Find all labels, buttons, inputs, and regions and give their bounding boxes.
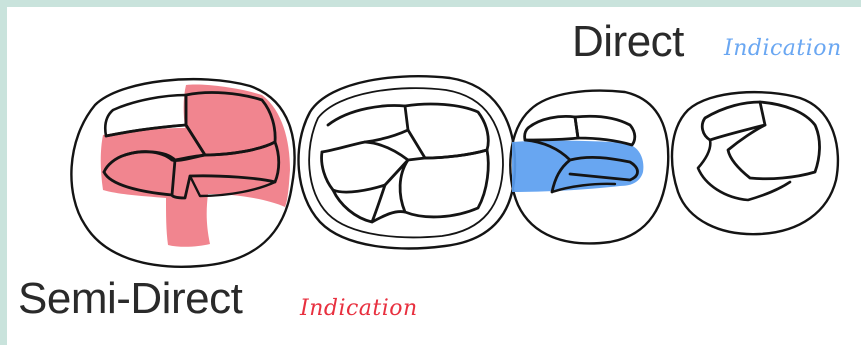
molar-center-fissure-d — [400, 150, 488, 217]
premolar-right-tooth — [672, 92, 838, 234]
premolar-left-tooth — [510, 91, 668, 244]
direct-title: Direct — [572, 18, 684, 66]
molar-center-tooth — [299, 76, 515, 248]
semi-direct-title: Semi-Direct — [18, 275, 242, 323]
premolar-left-fissure-b — [575, 116, 635, 145]
direct-highlight — [512, 141, 643, 192]
semi-direct-highlight — [101, 85, 290, 247]
premolar-right-outline — [672, 92, 838, 234]
semi-direct-indication-label: Indication — [300, 296, 418, 322]
direct-indication-label: Indication — [724, 36, 842, 62]
premolar-left-fissure-a — [525, 116, 578, 140]
molar-center-fissure-b — [405, 104, 488, 158]
premolar-right-fissure-b — [728, 102, 820, 179]
premolar-right-fissure-a — [702, 102, 765, 140]
premolar-right-fissure-c — [698, 140, 790, 200]
molar-center-fissure-a — [322, 106, 408, 152]
molar-left-tooth — [71, 79, 294, 267]
